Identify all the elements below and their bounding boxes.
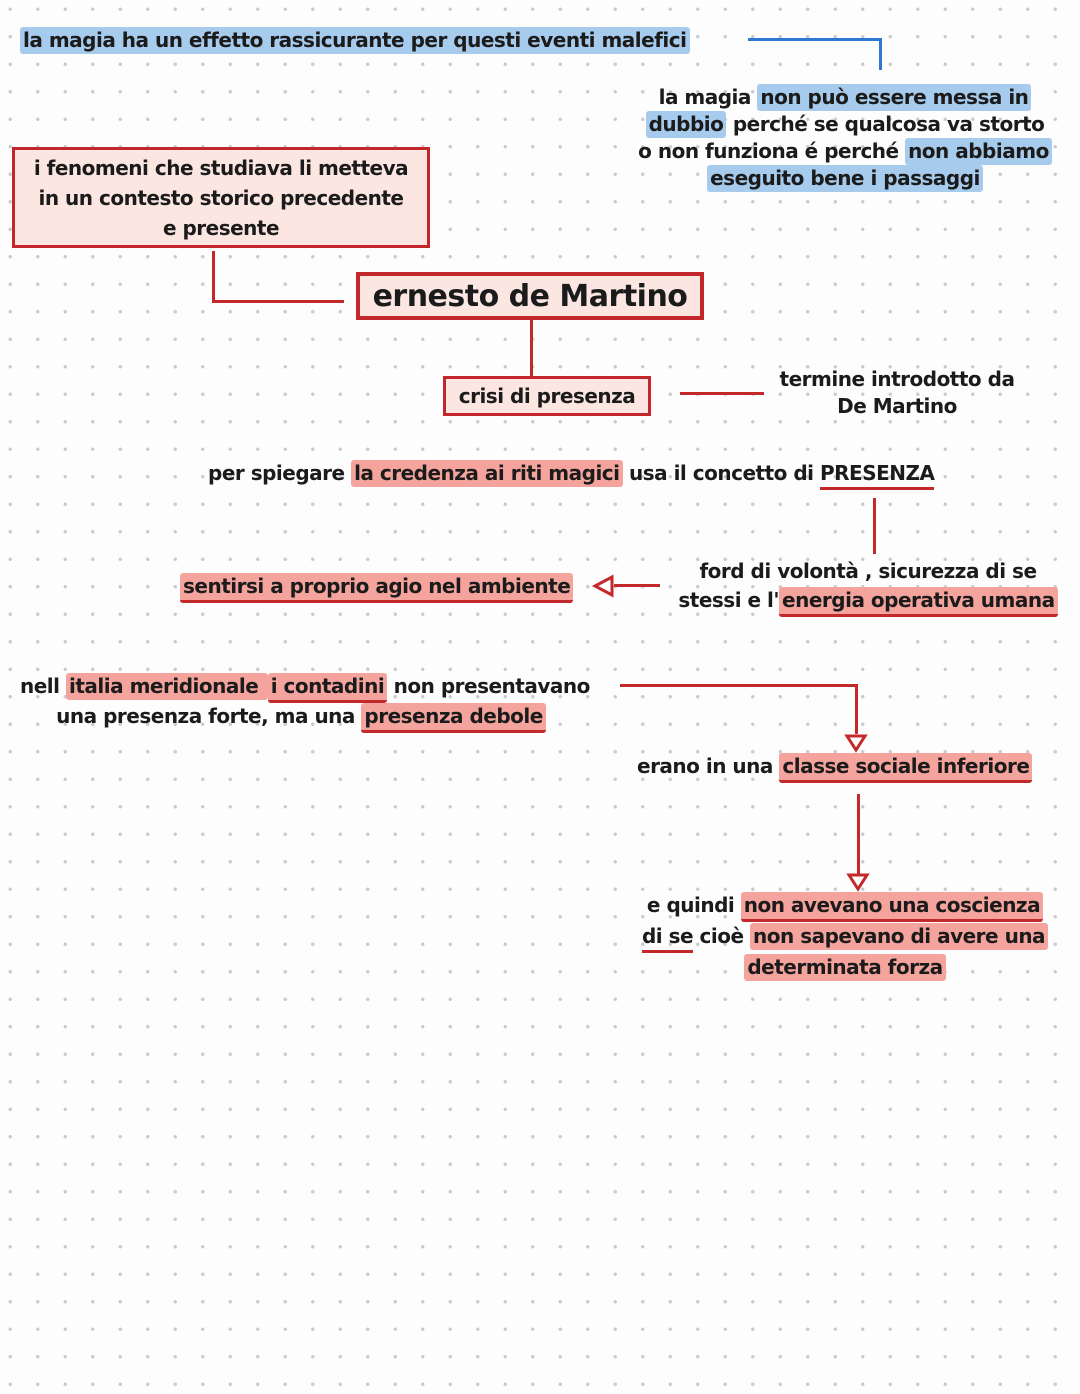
plain-text: per spiegare — [208, 461, 352, 485]
note-line: eseguito bene i passaggi — [615, 165, 1075, 192]
underlined-text: di se — [641, 924, 694, 953]
note-line: ford di volontà , sicurezza di se — [699, 559, 1037, 583]
plain-text: perché se qualcosa va storto — [726, 112, 1045, 136]
connector-sentirsi-line — [614, 584, 660, 587]
note-presenza-concetto: per spiegare la credenza ai riti magici … — [208, 459, 935, 490]
note-line: la magia non può essere messa in — [615, 84, 1075, 111]
connector-classe-down — [857, 794, 860, 874]
highlighted-text: la credenza ai riti magici — [351, 460, 623, 487]
connector-presenza-down — [873, 498, 876, 554]
box-line: i fenomeni che studiava li metteva — [33, 155, 409, 180]
arrow-left-icon — [591, 574, 614, 598]
note-line: stessi e l'energia operativa umana — [668, 586, 1068, 617]
note-contadini: nell italia meridionale i contadini non … — [20, 671, 590, 733]
connector-blue-elbow-h — [748, 38, 882, 41]
highlighted-text: sentirsi a proprio agio nel ambiente — [180, 573, 574, 603]
highlighted-text: i contadini — [267, 673, 388, 703]
plain-text: e quindi — [646, 893, 741, 917]
connector-title-to-crisi — [530, 318, 533, 376]
box-text: i fenomeni che studiava li metteva in un… — [33, 153, 409, 243]
plain-text: cioè — [693, 924, 751, 948]
note-magia-rassicurante: la magia ha un effetto rassicurante per … — [20, 26, 690, 54]
note-classe-sociale: erano in una classe sociale inferiore — [637, 752, 1033, 783]
connector-contadini-elbow-v — [855, 684, 858, 734]
note-line: De Martino — [837, 394, 957, 418]
note-line: e quindi non avevano una coscienza — [630, 890, 1060, 922]
connector-contesto-elbow-h — [212, 300, 344, 303]
plain-text: usa il concetto di — [622, 461, 820, 485]
box-ernesto-de-martino: ernesto de Martino — [356, 272, 704, 320]
box-crisi-di-presenza: crisi di presenza — [443, 376, 651, 416]
plain-text: non presentavano — [387, 674, 591, 698]
plain-text: stessi e l' — [678, 588, 780, 612]
highlighted-text: non sapevano di avere una — [750, 923, 1049, 950]
box-line: in un contesto storico precedente — [38, 185, 404, 210]
connector-crisi-dash — [680, 392, 764, 395]
highlighted-text: energia operativa umana — [779, 587, 1058, 617]
connector-contesto-elbow-v — [212, 251, 215, 303]
arrow-down-icon — [846, 873, 870, 892]
highlighted-text: determinata forza — [744, 954, 946, 981]
highlighted-text: eseguito bene i passaggi — [707, 165, 983, 192]
note-sentirsi-agio: sentirsi a proprio agio nel ambiente — [180, 572, 574, 603]
box-line: e presente — [162, 215, 280, 240]
underlined-keyword: PRESENZA — [819, 461, 935, 490]
highlighted-text: la magia ha un effetto rassicurante per … — [20, 27, 690, 54]
note-line: termine introdotto da — [779, 367, 1015, 391]
note-line: determinata forza — [630, 952, 1060, 983]
highlighted-text: non avevano una coscienza — [740, 892, 1044, 922]
note-line: di se cioè non sapevano di avere una — [630, 921, 1060, 953]
box-text: crisi di presenza — [458, 384, 636, 408]
plain-text: o non funziona é perché — [638, 139, 906, 163]
highlighted-text: non abbiamo — [905, 138, 1052, 165]
plain-text: la magia — [658, 85, 758, 109]
box-contesto-storico: i fenomeni che studiava li metteva in un… — [12, 147, 430, 248]
highlighted-text: non può essere messa in — [757, 84, 1032, 111]
note-line: dubbio perché se qualcosa va storto — [615, 111, 1075, 138]
highlighted-text: dubbio — [645, 111, 727, 138]
arrow-down-icon — [844, 734, 868, 753]
highlighted-text: classe sociale inferiore — [779, 753, 1033, 783]
connector-contadini-elbow-h — [620, 684, 858, 687]
plain-text: nell — [20, 674, 66, 698]
note-forza-volonta: ford di volontà , sicurezza di se stessi… — [668, 557, 1068, 617]
page-title: ernesto de Martino — [372, 278, 688, 314]
note-magia-non-in-dubbio: la magia non può essere messa in dubbio … — [615, 84, 1075, 192]
note-line: o non funziona é perché non abbiamo — [615, 138, 1075, 165]
highlighted-text: italia meridionale — [65, 673, 268, 700]
note-coscienza: e quindi non avevano una coscienza di se… — [630, 890, 1060, 983]
highlighted-text: presenza debole — [361, 703, 546, 733]
plain-text: una presenza forte, ma una — [56, 704, 362, 728]
note-line: nell italia meridionale i contadini non … — [20, 671, 590, 703]
connector-blue-elbow-v — [879, 38, 882, 70]
plain-text: erano in una — [637, 754, 780, 778]
note-termine-introdotto: termine introdotto da De Martino — [742, 366, 1052, 420]
note-line: una presenza forte, ma una presenza debo… — [20, 701, 582, 733]
